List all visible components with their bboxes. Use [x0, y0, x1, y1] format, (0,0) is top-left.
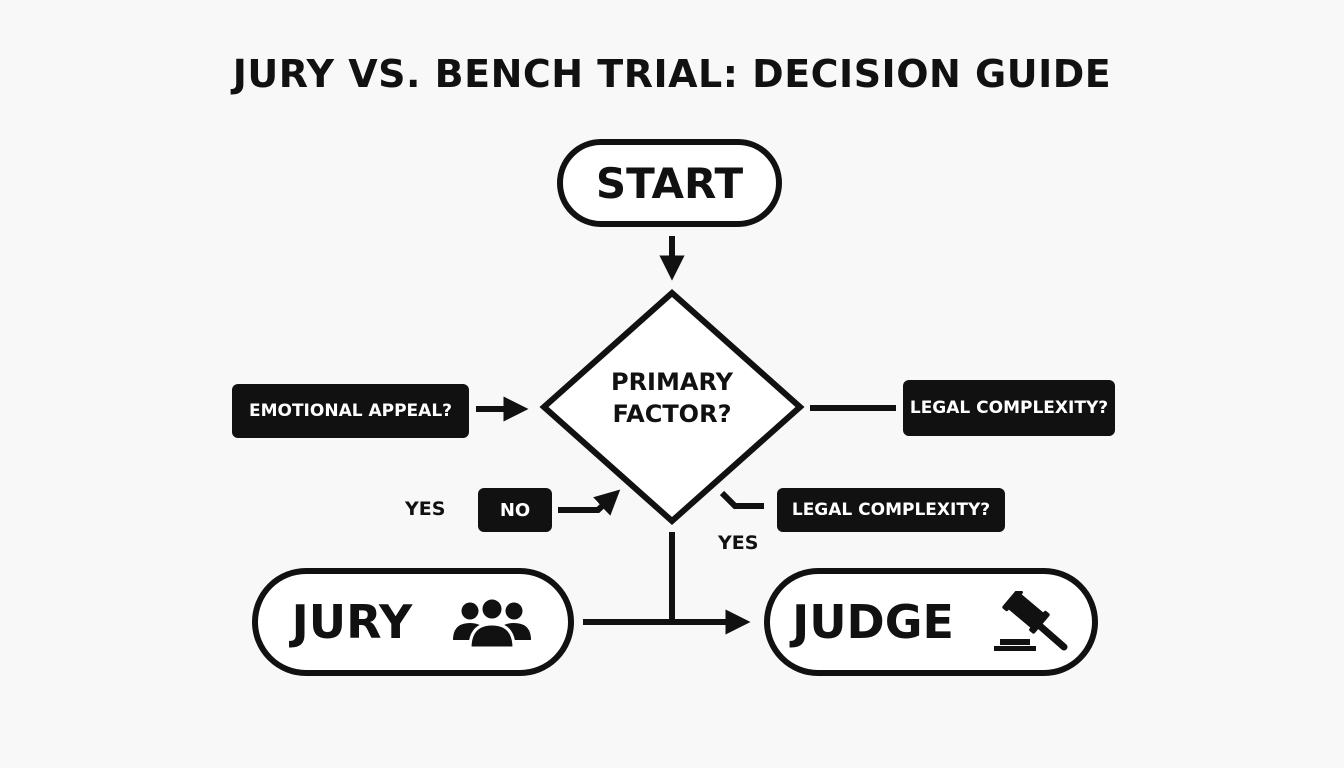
- emotional-appeal-tag: EMOTIONAL APPEAL?: [232, 384, 469, 438]
- people-group-icon: [450, 594, 534, 650]
- start-label: START: [595, 158, 744, 208]
- judge-node: JUDGE: [764, 568, 1098, 676]
- gavel-icon: [992, 591, 1070, 653]
- decision-label: PRIMARY FACTOR?: [572, 366, 772, 430]
- line-decision-to-legal-mid: [719, 490, 764, 509]
- arrow-no-to-decision: [558, 489, 621, 516]
- yes-label-left: YES: [405, 498, 446, 520]
- no-tag: NO: [478, 488, 552, 532]
- jury-label: JURY: [291, 595, 413, 649]
- decision-label-line1: PRIMARY: [610, 368, 733, 396]
- legal-complexity-tag-right: LEGAL COMPLEXITY?: [903, 380, 1115, 436]
- page-title: JURY VS. BENCH TRIAL: DECISION GUIDE: [232, 52, 1112, 96]
- decision-label-line2: FACTOR?: [612, 400, 732, 428]
- jury-node: JURY: [252, 568, 574, 676]
- yes-label-mid: YES: [718, 532, 759, 554]
- judge-label: JUDGE: [792, 595, 954, 649]
- legal-complexity-tag-mid: LEGAL COMPLEXITY?: [777, 488, 1005, 532]
- decision-diamond: [539, 288, 805, 526]
- start-node: START: [557, 139, 782, 227]
